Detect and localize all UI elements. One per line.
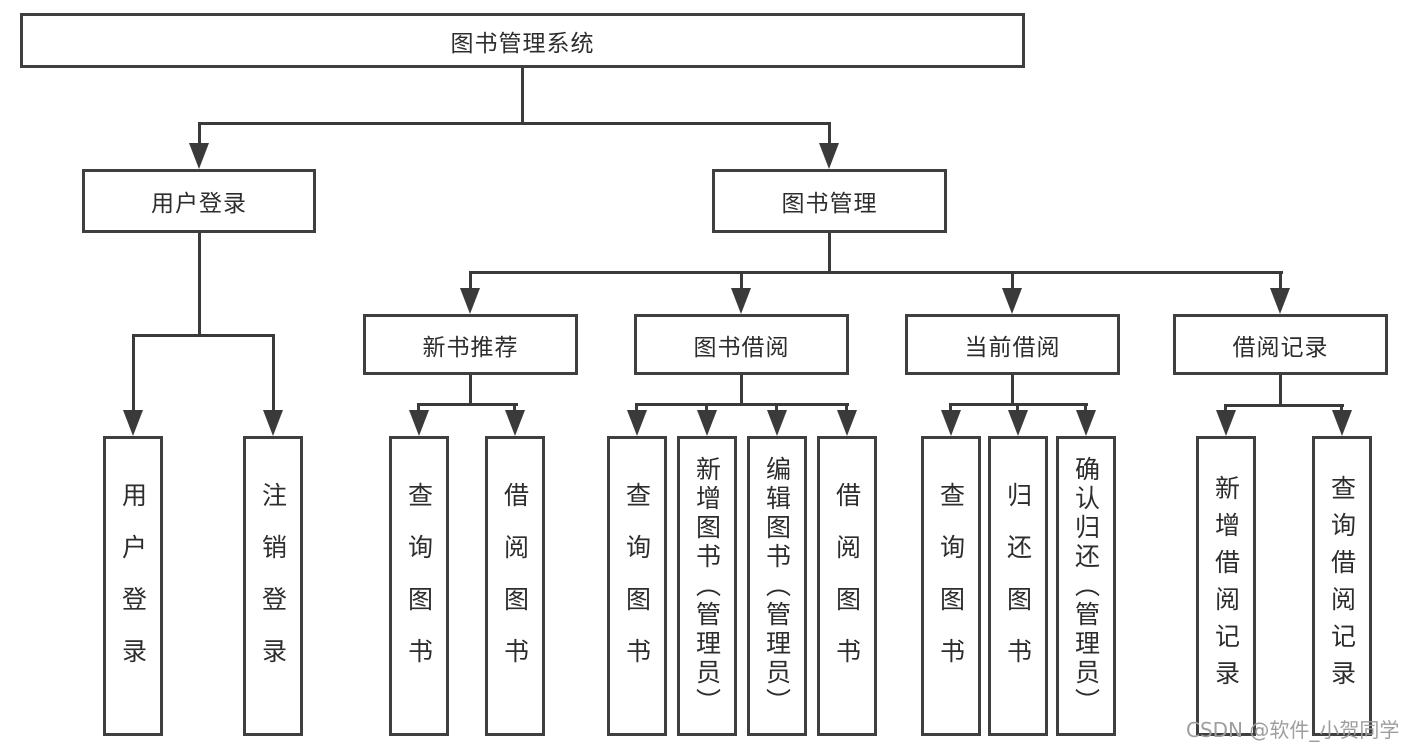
arrow-down-icon: [941, 410, 961, 436]
node-root-label: 图书管理系统: [450, 30, 595, 57]
connector-drop: [845, 403, 848, 412]
leaf-add-book-admin: 新增图书（管理员）: [677, 436, 737, 736]
connector-book-mgmt-stem: [828, 233, 831, 273]
leaf-edit-book-admin: 编辑图书（管理员）: [747, 436, 807, 736]
leaf-label: 新增借阅记录: [1211, 475, 1241, 697]
connector-stem: [469, 375, 472, 405]
csdn-watermark: CSDN @软件_小贺同学: [1186, 718, 1400, 742]
arrow-down-icon: [505, 410, 525, 436]
arrow-down-icon: [767, 410, 787, 436]
leaf-label: 查询图书: [936, 482, 966, 690]
node-borrow-records-label: 借阅记录: [1232, 334, 1329, 361]
node-book-borrow-label: 图书借阅: [693, 334, 790, 361]
leaf-label: 确认归还（管理员）: [1071, 455, 1101, 717]
node-book-borrow: 图书借阅: [634, 314, 849, 375]
node-root: 图书管理系统: [20, 13, 1025, 68]
connector-user-login-stem: [198, 233, 201, 336]
arrow-down-icon: [460, 288, 480, 314]
connector-drop: [198, 122, 201, 146]
arrow-down-icon: [697, 410, 717, 436]
leaf-label: 查询图书: [404, 482, 434, 690]
node-new-book-rec-label: 新书推荐: [422, 334, 519, 361]
arrow-down-icon: [1216, 410, 1236, 436]
connector-drop: [705, 403, 708, 412]
connector-drop: [740, 271, 743, 291]
connector-drop: [469, 271, 472, 291]
connector-level2-rail: [469, 271, 1283, 274]
connector-drop: [828, 122, 831, 146]
connector-level1-rail: [198, 122, 831, 125]
leaf-query-book-current: 查询图书: [921, 436, 981, 736]
leaf-borrow-book-rec: 借阅图书: [485, 436, 545, 736]
arrow-down-icon: [1076, 410, 1096, 436]
arrow-down-icon: [1332, 410, 1352, 436]
arrow-down-icon: [819, 143, 839, 169]
connector-drop: [513, 403, 516, 412]
leaf-label: 编辑图书（管理员）: [762, 455, 792, 717]
leaf-query-book-borrow: 查询图书: [607, 436, 667, 736]
connector-drop: [1016, 403, 1019, 412]
leaf-query-book-rec: 查询图书: [389, 436, 449, 736]
arrow-down-icon: [409, 410, 429, 436]
connector-drop: [1084, 403, 1087, 412]
leaf-borrow-book: 借阅图书: [817, 436, 877, 736]
connector-drop: [775, 403, 778, 412]
connector-rail: [635, 403, 849, 406]
leaf-confirm-return-admin: 确认归还（管理员）: [1056, 436, 1116, 736]
node-book-mgmt-label: 图书管理: [781, 191, 878, 217]
leaf-query-borrow-record: 查询借阅记录: [1312, 436, 1372, 736]
connector-rail: [1224, 404, 1344, 407]
leaf-label: 新增图书（管理员）: [692, 455, 722, 717]
connector-user-login-rail: [132, 334, 275, 337]
connector-drop: [1340, 404, 1343, 412]
leaf-label: 查询借阅记录: [1327, 475, 1357, 697]
node-current-borrow-label: 当前借阅: [964, 334, 1061, 361]
connector-drop: [132, 334, 135, 410]
arrow-down-icon: [1008, 410, 1028, 436]
connector-drop: [635, 403, 638, 412]
node-user-login-label: 用户登录: [151, 191, 247, 217]
node-user-login: 用户登录: [82, 169, 316, 233]
connector-stem: [1011, 375, 1014, 405]
arrow-down-icon: [1002, 288, 1022, 314]
connector-stem: [1279, 375, 1282, 406]
connector-root-stem: [521, 68, 524, 122]
leaf-user-login: 用户登录: [103, 436, 163, 736]
connector-drop: [1279, 271, 1282, 291]
node-current-borrow: 当前借阅: [905, 314, 1120, 375]
arrow-down-icon: [837, 410, 857, 436]
connector-drop: [1224, 404, 1227, 412]
connector-rail: [417, 403, 518, 406]
leaf-label: 注销登录: [258, 482, 288, 690]
connector-drop: [1011, 271, 1014, 291]
connector-stem: [740, 375, 743, 405]
connector-drop: [417, 403, 420, 412]
connector-drop: [949, 403, 952, 412]
leaf-label: 借阅图书: [832, 482, 862, 690]
leaf-label: 用户登录: [118, 482, 148, 690]
leaf-label: 查询图书: [622, 482, 652, 690]
node-new-book-rec: 新书推荐: [363, 314, 578, 375]
arrow-down-icon: [189, 143, 209, 169]
leaf-return-book: 归还图书: [988, 436, 1048, 736]
node-borrow-records: 借阅记录: [1173, 314, 1388, 375]
arrow-down-icon: [1270, 288, 1290, 314]
arrow-down-icon: [627, 410, 647, 436]
leaf-add-borrow-record: 新增借阅记录: [1196, 436, 1256, 736]
leaf-label: 借阅图书: [500, 482, 530, 690]
arrow-down-icon: [123, 410, 143, 436]
arrow-down-icon: [263, 410, 283, 436]
node-book-mgmt: 图书管理: [712, 169, 947, 233]
leaf-label: 归还图书: [1003, 482, 1033, 690]
connector-drop: [272, 334, 275, 410]
leaf-logout: 注销登录: [243, 436, 303, 736]
arrow-down-icon: [731, 288, 751, 314]
